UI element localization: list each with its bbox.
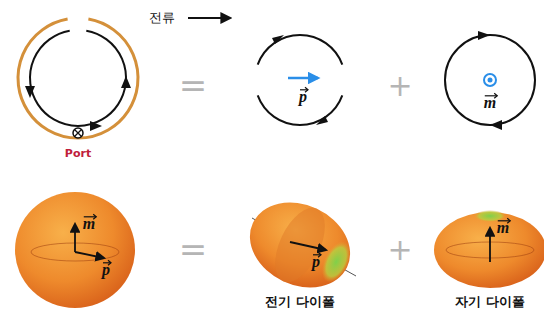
vector-symbol: m xyxy=(484,92,496,114)
caption-label: 전기 다이폴 xyxy=(265,293,335,311)
current-arrow xyxy=(188,17,230,19)
equals-sign: = xyxy=(179,62,208,110)
magnetic-pattern xyxy=(434,210,544,288)
electric-loop xyxy=(258,35,343,125)
port-label: Port xyxy=(65,146,91,161)
plus-sign: + xyxy=(387,229,412,271)
electric-pattern xyxy=(236,187,364,303)
magnetic-loop xyxy=(445,31,535,130)
vector-symbol: m xyxy=(83,213,95,235)
plus-sign: + xyxy=(387,65,412,107)
equals-sign: = xyxy=(179,226,208,274)
vector-symbol: p xyxy=(312,251,320,273)
caption-label: 자기 다이폴 xyxy=(455,293,525,311)
vector-symbol: p xyxy=(299,86,307,108)
vector-symbol: p xyxy=(102,259,110,281)
loop-antenna xyxy=(18,19,138,138)
current-label: 전류 xyxy=(149,9,175,27)
vector-symbol: m xyxy=(497,217,509,239)
combined-pattern xyxy=(15,192,135,308)
